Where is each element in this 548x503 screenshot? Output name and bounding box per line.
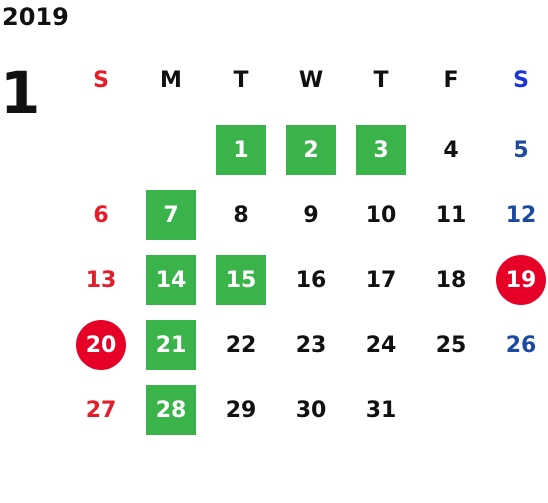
calendar-day-number: 23 [295,332,327,358]
calendar-day[interactable]: 28 [136,380,206,440]
calendar-day-number: 20 [76,320,126,370]
week-row: 20 21 22 23 24 25 26 [66,315,548,375]
calendar-day-number: 1 [216,125,266,175]
calendar-year: 2019 [2,3,69,31]
weekday-header-sunday: S [93,67,109,93]
week-row: 6 7 8 9 10 11 12 [66,185,548,245]
calendar-day-number: 14 [146,255,196,305]
calendar-day-number: 25 [435,332,467,358]
calendar-day[interactable]: 24 [346,315,416,375]
calendar-day-number: 10 [365,202,397,228]
calendar-day-number: 7 [146,190,196,240]
calendar-day[interactable]: 10 [346,185,416,245]
week-row: 13 14 15 16 17 18 19 [66,250,548,310]
calendar-day-number: 5 [513,137,529,163]
calendar-day[interactable]: 3 [346,120,416,180]
calendar-day-number: 11 [435,202,467,228]
calendar-day[interactable]: 6 [66,185,136,245]
calendar-day-number: 12 [505,202,537,228]
calendar-day[interactable]: 14 [136,250,206,310]
calendar-day[interactable]: 31 [346,380,416,440]
calendar-day-number: 3 [356,125,406,175]
calendar-day-number: 4 [443,137,459,163]
calendar-empty-cell [486,380,548,440]
calendar-day[interactable]: 19 [486,250,548,310]
calendar-day[interactable]: 12 [486,185,548,245]
calendar-day-number: 31 [365,397,397,423]
calendar-day[interactable]: 27 [66,380,136,440]
weekday-header-thursday: T [373,67,389,93]
weekday-header-tuesday: T [233,67,249,93]
calendar-day-number: 2 [286,125,336,175]
calendar-day-number: 9 [303,202,319,228]
calendar-empty-mark [496,385,546,435]
calendar-day-number: 15 [216,255,266,305]
calendar-day[interactable]: 23 [276,315,346,375]
calendar-day[interactable]: 18 [416,250,486,310]
calendar-day-number: 30 [295,397,327,423]
weekday-header-monday: M [160,67,182,93]
calendar-day-number: 21 [146,320,196,370]
calendar-day-number: 26 [505,332,537,358]
calendar-day[interactable]: 7 [136,185,206,245]
calendar-day[interactable]: 22 [206,315,276,375]
calendar-day-number: 18 [435,267,467,293]
calendar-day-number: 8 [233,202,249,228]
calendar-day-number: 13 [85,267,117,293]
calendar-day[interactable]: 17 [346,250,416,310]
week-row: 27 28 29 30 31 [66,380,548,440]
calendar-day-number: 16 [295,267,327,293]
calendar-day[interactable]: 1 [206,120,276,180]
calendar-day[interactable]: 4 [416,120,486,180]
weekday-header-row: S M T W T F S [66,50,548,110]
calendar-day[interactable]: 15 [206,250,276,310]
calendar-day-number: 24 [365,332,397,358]
calendar-empty-mark [146,125,196,175]
calendar-day-number: 19 [496,255,546,305]
weekday-header-saturday: S [513,67,529,93]
calendar-month: 1 [0,59,41,127]
calendar-day[interactable]: 21 [136,315,206,375]
calendar-empty-mark [76,125,126,175]
calendar-day[interactable]: 13 [66,250,136,310]
calendar-empty-cell [66,120,136,180]
calendar-day-number: 28 [146,385,196,435]
calendar-day[interactable]: 29 [206,380,276,440]
calendar-day[interactable]: 11 [416,185,486,245]
calendar-day[interactable]: 8 [206,185,276,245]
calendar-empty-mark [426,385,476,435]
calendar-day[interactable]: 26 [486,315,548,375]
calendar-day[interactable]: 25 [416,315,486,375]
calendar-empty-cell [416,380,486,440]
weekday-header-wednesday: W [298,67,324,93]
calendar-day[interactable]: 16 [276,250,346,310]
calendar-day[interactable]: 5 [486,120,548,180]
weekday-header-friday: F [443,67,459,93]
calendar-day[interactable]: 30 [276,380,346,440]
calendar-day[interactable]: 20 [66,315,136,375]
calendar-empty-cell [136,120,206,180]
calendar-day-number: 17 [365,267,397,293]
calendar-day-number: 27 [85,397,117,423]
calendar-day-number: 6 [93,202,109,228]
calendar-day-number: 29 [225,397,257,423]
calendar-day[interactable]: 2 [276,120,346,180]
calendar-day-number: 22 [225,332,257,358]
calendar-day[interactable]: 9 [276,185,346,245]
